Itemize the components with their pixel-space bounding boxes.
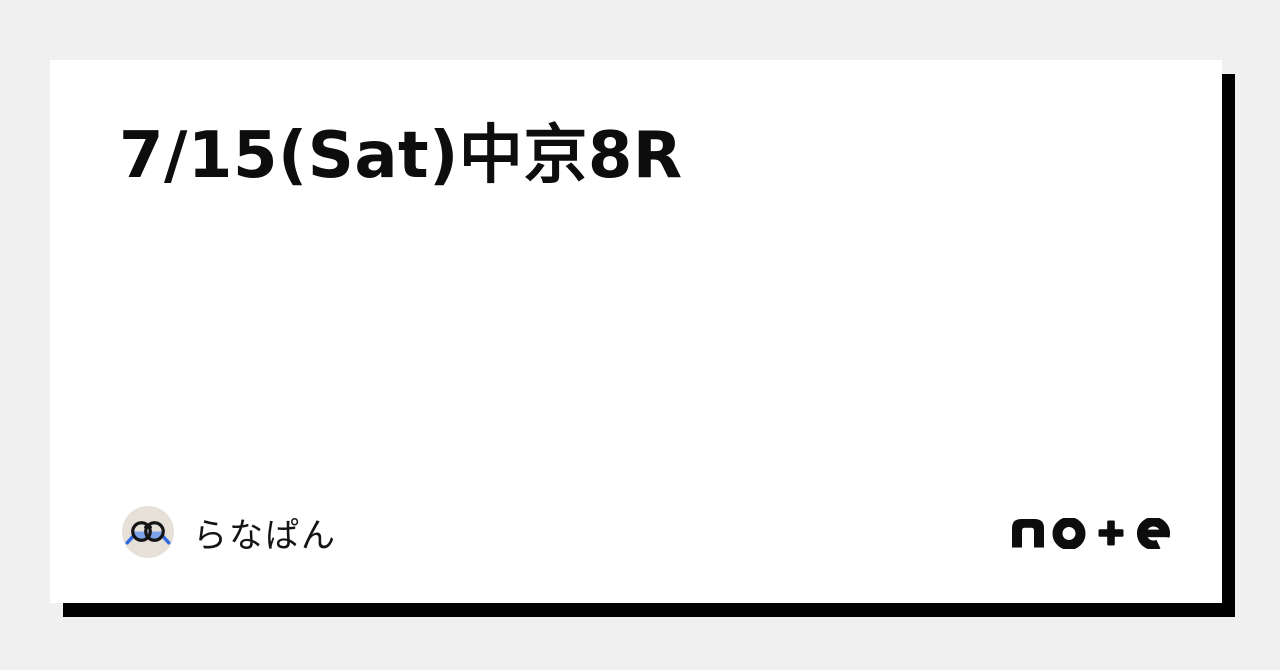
note-logo-letter-n — [1012, 519, 1044, 548]
author-name: らなぱん — [193, 516, 337, 555]
author-avatar — [122, 506, 174, 558]
article-card: 7/15(Sat)中京8R — [50, 60, 1222, 603]
author-row: らなぱん — [122, 506, 337, 558]
note-logo: no+e — [1012, 518, 1170, 549]
note-logo-letter-o — [1052, 518, 1086, 549]
glasses-icon — [122, 506, 174, 558]
note-logo-letter-e — [1137, 518, 1170, 549]
article-title: 7/15(Sat)中京8R — [119, 119, 683, 193]
